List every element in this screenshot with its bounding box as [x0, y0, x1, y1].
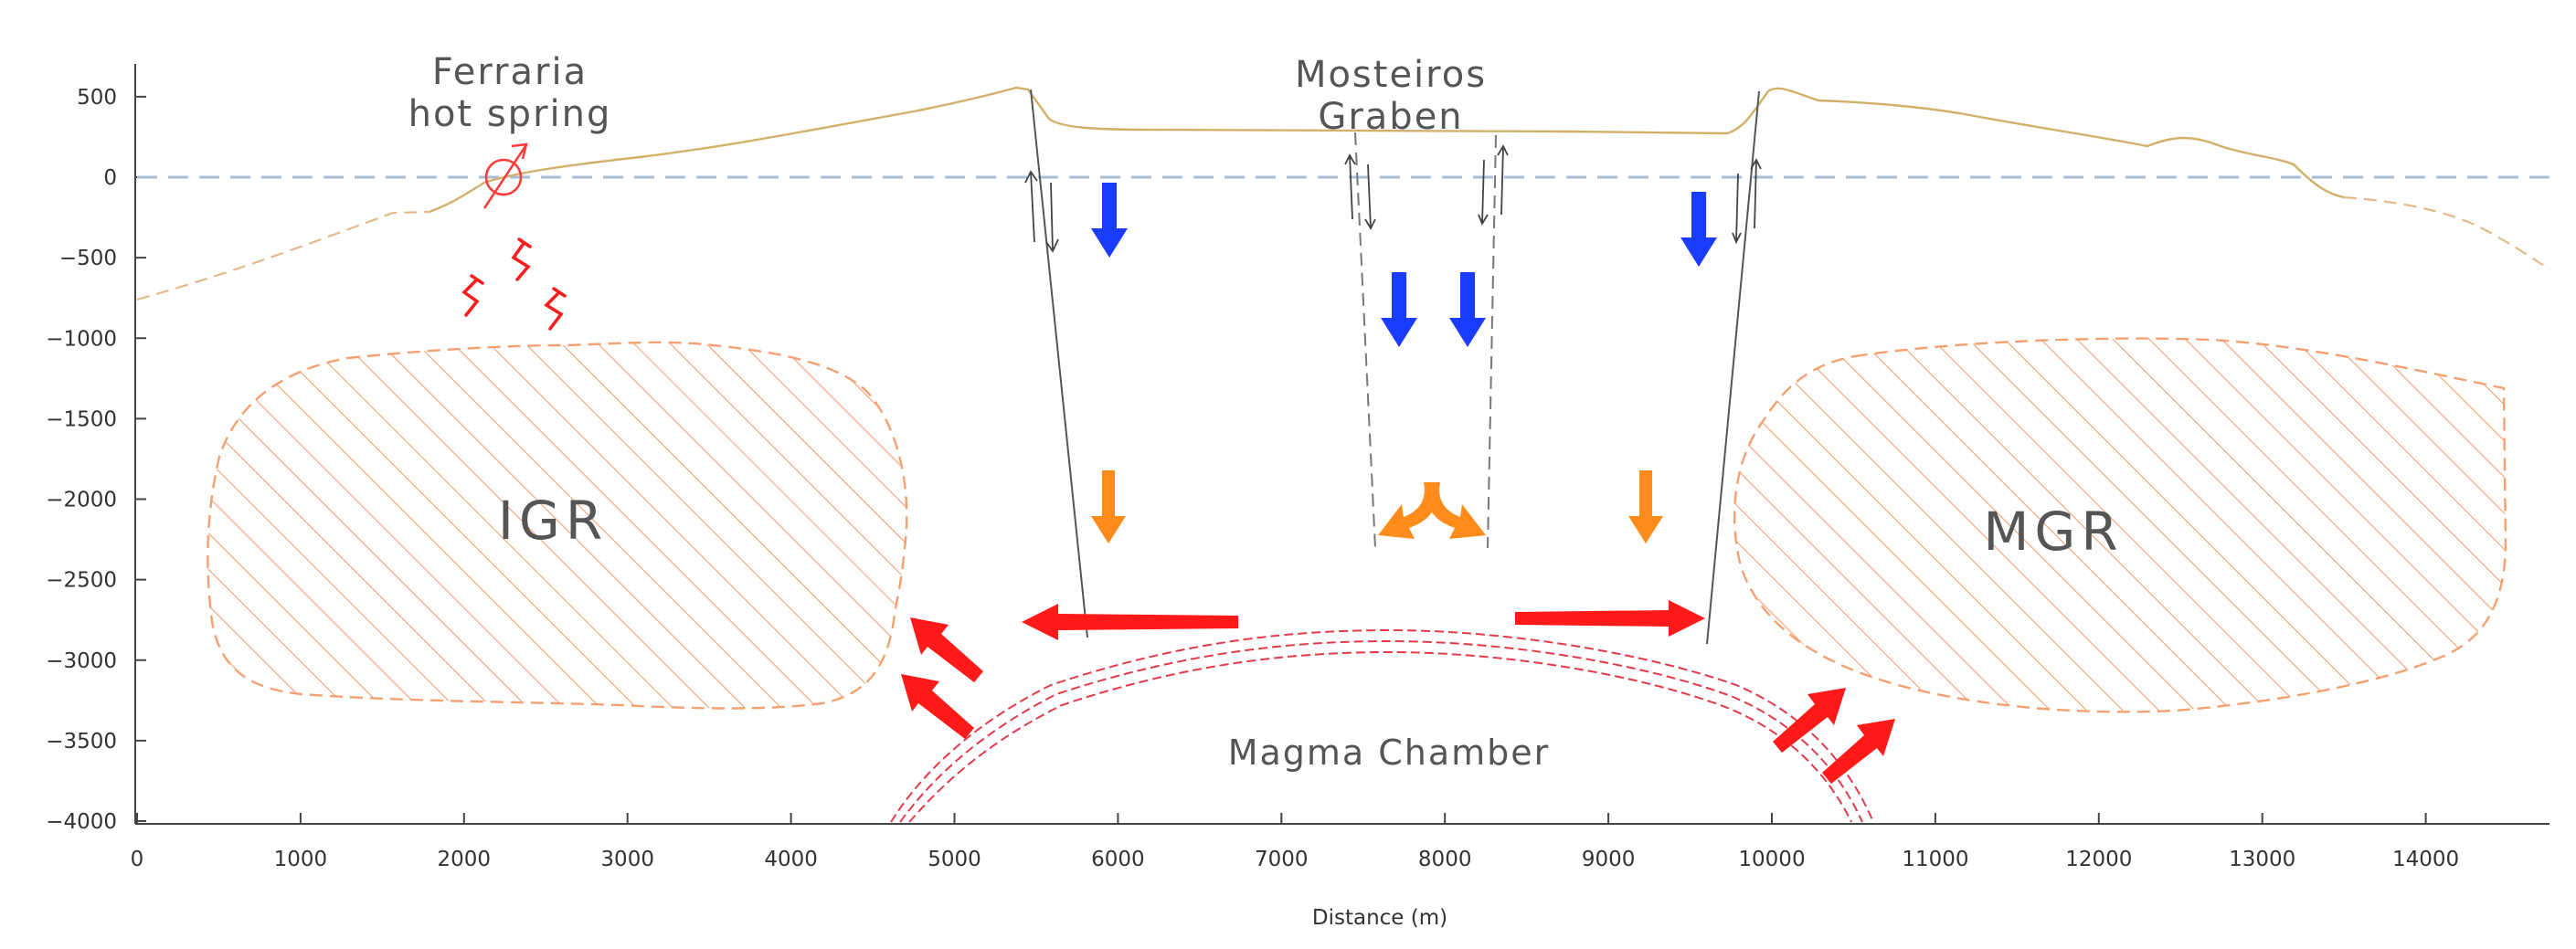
magma-chamber [890, 628, 1874, 823]
steam-icon [461, 274, 484, 317]
cold-flow-arrows [1091, 183, 1717, 347]
fault-line-graben-west [1354, 132, 1376, 549]
y-tick-label: −3000 [46, 649, 117, 673]
x-tick-label: 5000 [928, 848, 981, 871]
hot-flow-arrows [901, 600, 1895, 784]
x-axis-title: Distance (m) [1312, 906, 1447, 930]
orange-down-arrow [1091, 470, 1126, 543]
x-ticks: 0 1000 2000 3000 4000 5000 6000 7000 8000 9000 100… [131, 813, 2459, 871]
y-tick-label: −3500 [46, 730, 117, 754]
steam-icon [511, 237, 532, 281]
blue-down-arrow [1381, 272, 1417, 347]
red-left-arrow [1022, 604, 1238, 640]
x-tick-label: 7000 [1255, 848, 1309, 871]
magma-chamber-outline [890, 628, 1874, 823]
fault-offset-marker [1344, 153, 1376, 230]
magma-chamber-label: Magma Chamber [1228, 733, 1551, 773]
x-tick-label: 6000 [1091, 848, 1145, 871]
red-diagonal-arrow [1822, 719, 1895, 784]
graben-label: Graben [1318, 96, 1463, 138]
x-tick-label: 12000 [2065, 848, 2132, 871]
x-tick-label: 9000 [1582, 848, 1636, 871]
y-tick-label: −4000 [46, 810, 117, 834]
igr-reservoir [207, 341, 908, 710]
blue-down-arrow [1680, 192, 1717, 267]
y-tick-label: −2000 [46, 489, 117, 512]
blue-down-arrow [1449, 272, 1486, 347]
fault-line-west [1030, 89, 1088, 638]
x-tick-label: 10000 [1738, 848, 1805, 871]
fault-offset-marker [1024, 170, 1059, 253]
red-diagonal-arrow [910, 617, 983, 682]
mgr-reservoir [1733, 337, 2507, 713]
fault-offset-marker [1478, 144, 1509, 227]
mixed-flow-arrows [1091, 470, 1663, 543]
x-tick-label: 13000 [2229, 848, 2295, 871]
x-tick-label: 3000 [600, 848, 654, 871]
red-diagonal-arrow [901, 674, 974, 739]
magma-chamber-outline [908, 650, 1852, 823]
topography-profile [429, 86, 2345, 214]
mgr-label: MGR [1983, 501, 2123, 563]
steam-icon [544, 287, 567, 331]
fault-offset-marker [1732, 158, 1762, 245]
x-tick-label: 8000 [1418, 848, 1472, 871]
labels: Ferraria hot spring Mosteiros Graben IGR… [408, 51, 2123, 773]
topography-offshore-right [2343, 195, 2550, 270]
y-tick-label: −1500 [46, 407, 117, 431]
x-tick-label: 2000 [438, 848, 492, 871]
orange-down-arrow [1628, 470, 1663, 543]
igr-label: IGR [498, 490, 608, 552]
hot-spring-label: hot spring [408, 93, 612, 135]
x-tick-label: 14000 [2392, 848, 2459, 871]
magma-chamber-outline [899, 639, 1863, 823]
steam-icons [461, 237, 567, 331]
hot-spring-icon [482, 142, 528, 209]
x-tick-label: 11000 [1902, 848, 1968, 871]
orange-curved-arrow-right [1426, 482, 1486, 539]
fault-line-graben-east [1487, 134, 1497, 549]
mosteiros-label: Mosteiros [1295, 54, 1487, 96]
y-tick-label: −500 [59, 247, 117, 270]
red-diagonal-arrow [1773, 688, 1846, 753]
y-ticks: 500 0 −500 −1000 −1500 −2000 −2500 −3000 −3500 −4… [46, 86, 146, 834]
orange-curved-arrow-left [1378, 482, 1438, 539]
red-right-arrow [1515, 600, 1705, 637]
y-tick-label: 0 [103, 166, 117, 190]
topography-offshore-left [136, 210, 430, 301]
x-tick-label: 4000 [764, 848, 818, 871]
faults [1024, 89, 1762, 645]
y-tick-label: 500 [77, 86, 117, 110]
blue-down-arrow [1091, 183, 1128, 258]
ferraria-label: Ferraria [432, 51, 588, 93]
x-tick-label: 1000 [274, 848, 328, 871]
y-tick-label: −1000 [46, 327, 117, 351]
x-tick-label: 0 [131, 848, 144, 871]
y-tick-label: −2500 [46, 569, 117, 593]
fault-line-east [1706, 90, 1760, 645]
axes: 5000−500−1000−1500−2000−2500−3000−3500−4… [46, 64, 2549, 930]
